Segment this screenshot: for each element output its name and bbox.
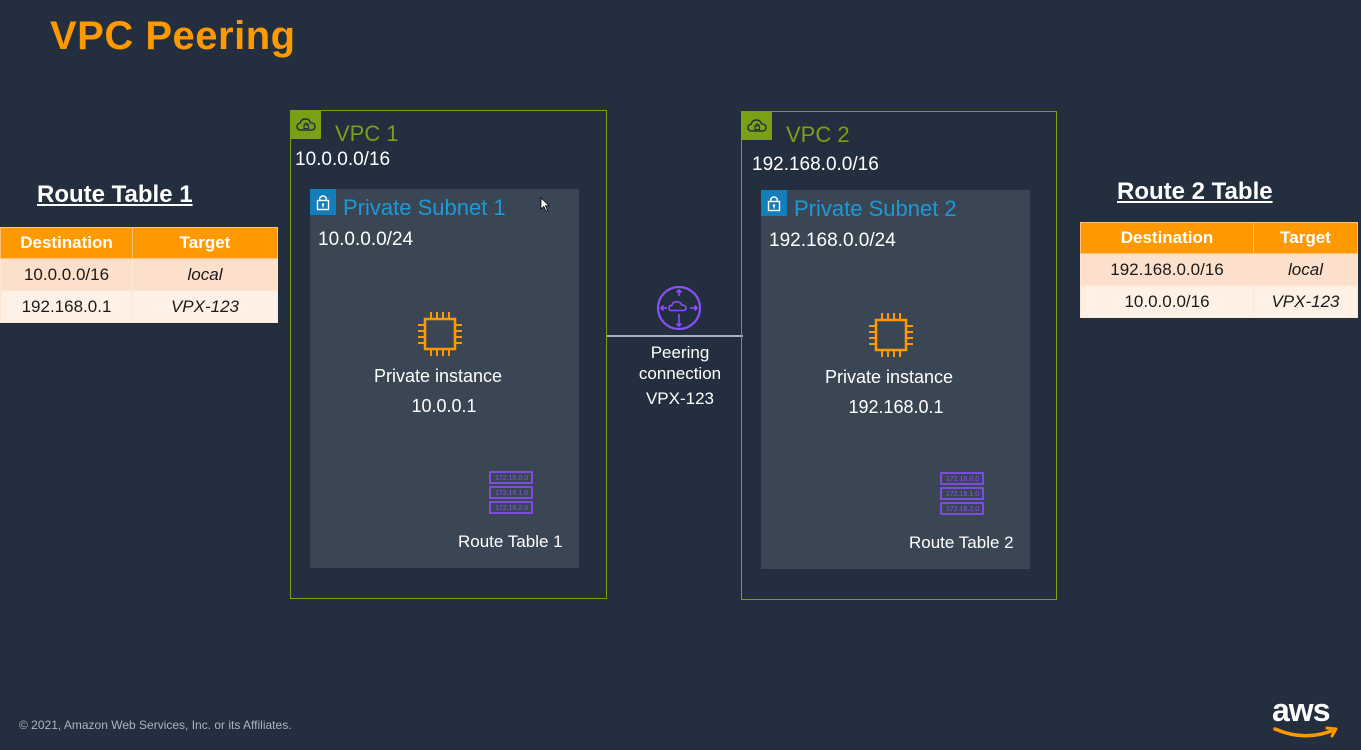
svg-text:172.16.1.0: 172.16.1.0 — [495, 490, 528, 497]
destination-cell: 192.168.0.0/16 — [1080, 253, 1254, 286]
instance-1-label: Private instance — [373, 366, 503, 386]
vpc-2-cidr: 192.168.0.0/16 — [752, 154, 879, 175]
page-title: VPC Peering — [50, 14, 296, 58]
target-cell: local — [1253, 253, 1358, 286]
peering-connection-label: Peering connection — [620, 342, 740, 384]
svg-text:172.16.1.0: 172.16.1.0 — [946, 491, 979, 498]
padlock-icon — [761, 190, 787, 216]
peering-router-icon — [656, 285, 702, 336]
mouse-cursor-icon — [540, 197, 550, 217]
table-row: 10.0.0.0/16 VPX-123 — [1080, 285, 1358, 318]
table-row: 192.168.0.0/16 local — [1080, 253, 1358, 286]
vpc-1-cidr: 10.0.0.0/16 — [295, 149, 391, 170]
route-table-2-label: Route Table 2 — [909, 533, 1014, 552]
vpc-2-name: VPC 2 — [786, 122, 850, 147]
column-header-target: Target — [132, 227, 278, 259]
ec2-chip-icon — [868, 312, 914, 363]
column-header-destination: Destination — [0, 227, 133, 259]
instance-2-label: Private instance — [824, 367, 954, 387]
column-header-target: Target — [1253, 222, 1358, 254]
cloud-lock-icon — [742, 112, 772, 140]
padlock-icon — [310, 189, 336, 215]
route-table-icon: 172.16.0.0 172.16.1.0 172.16.2.0 — [940, 472, 984, 521]
vpc-1-name: VPC 1 — [335, 121, 399, 146]
vpc-2-container: VPC 2 192.168.0.0/16 Private Subnet 2 19… — [741, 111, 1057, 600]
route-table-2-heading: Route 2 Table — [1117, 178, 1273, 205]
route-table-1: Destination Target 10.0.0.0/16 local 192… — [0, 227, 278, 323]
instance-1-ip: 10.0.0.1 — [411, 396, 477, 416]
peering-connection-id: VPX-123 — [645, 389, 715, 408]
route-table-1-heading: Route Table 1 — [37, 181, 193, 208]
svg-text:172.16.2.0: 172.16.2.0 — [495, 505, 528, 512]
instance-2-ip: 192.168.0.1 — [848, 397, 944, 417]
peering-label-line-2: connection — [638, 364, 722, 383]
svg-text:172.16.0.0: 172.16.0.0 — [946, 476, 979, 483]
peering-label-line-1: Peering — [650, 343, 710, 362]
svg-text:172.16.2.0: 172.16.2.0 — [946, 506, 979, 513]
table-row: 10.0.0.0/16 local — [0, 258, 278, 291]
route-table-1-label: Route Table 1 — [458, 532, 563, 551]
cloud-lock-icon — [291, 111, 321, 139]
aws-smile-icon — [1273, 726, 1338, 738]
table-row: 192.168.0.1 VPX-123 — [0, 290, 278, 323]
subnet-2-name: Private Subnet 2 — [794, 196, 957, 221]
route-table-icon: 172.16.0.0 172.16.1.0 172.16.2.0 — [489, 471, 533, 520]
subnet-2-cidr: 192.168.0.0/24 — [769, 230, 896, 251]
vpc-1-container: VPC 1 10.0.0.0/16 Private Subnet 1 10.0.… — [290, 110, 607, 599]
subnet-1-name: Private Subnet 1 — [343, 195, 506, 220]
route-table-2: Destination Target 192.168.0.0/16 local … — [1080, 222, 1358, 318]
copyright-text: © 2021, Amazon Web Services, Inc. or its… — [19, 718, 292, 732]
svg-text:172.16.0.0: 172.16.0.0 — [495, 475, 528, 482]
target-cell: VPX-123 — [132, 290, 278, 323]
subnet-1-cidr: 10.0.0.0/24 — [318, 229, 414, 250]
peering-connection-line — [607, 335, 743, 337]
destination-cell: 192.168.0.1 — [0, 290, 133, 323]
private-subnet-2: Private Subnet 2 192.168.0.0/24 Private … — [761, 190, 1030, 569]
target-cell: VPX-123 — [1253, 285, 1358, 318]
private-subnet-1: Private Subnet 1 10.0.0.0/24 Private ins… — [310, 189, 579, 568]
aws-logo: aws — [1272, 692, 1344, 742]
target-cell: local — [132, 258, 278, 291]
destination-cell: 10.0.0.0/16 — [1080, 285, 1254, 318]
aws-logo-text: aws — [1272, 692, 1330, 728]
destination-cell: 10.0.0.0/16 — [0, 258, 133, 291]
ec2-chip-icon — [417, 311, 463, 362]
column-header-destination: Destination — [1080, 222, 1254, 254]
